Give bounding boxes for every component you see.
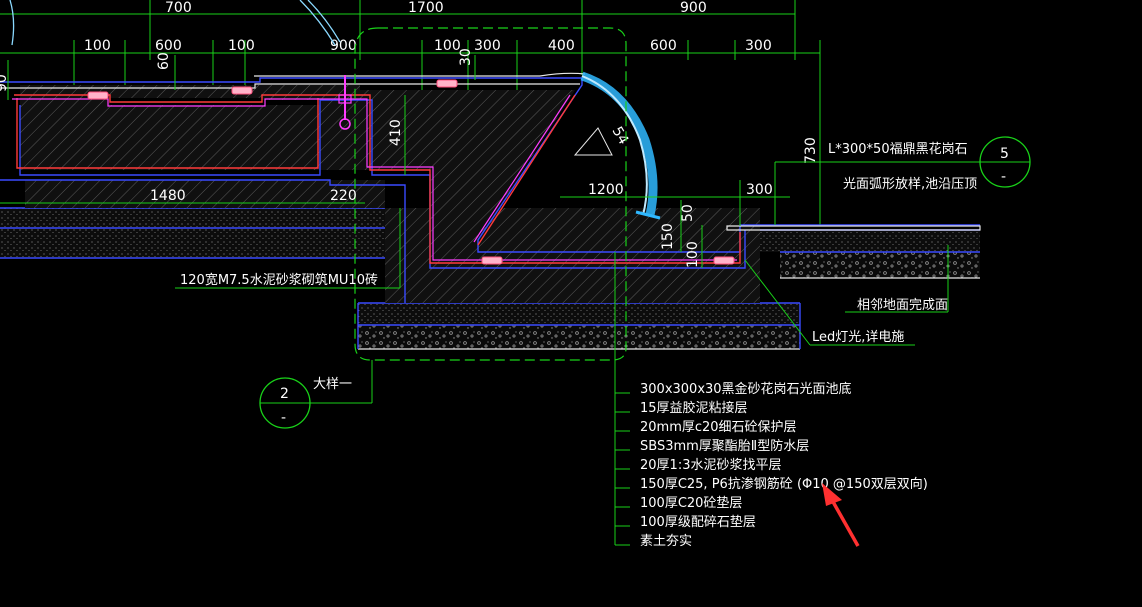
dim-v-30: 30 (458, 48, 474, 66)
dim-second-8: 600 (650, 38, 677, 54)
layer-7: 100厚C20砼垫层 (640, 495, 742, 511)
callout-right-number: 5 (1000, 146, 1009, 162)
dim-top-3: 900 (680, 0, 707, 16)
dim-v-410: 410 (388, 119, 404, 146)
layer-8: 100厚级配碎石垫层 (640, 514, 756, 530)
label-led-light: Led灯光,详电施 (812, 330, 904, 345)
dim-second-7: 400 (548, 38, 575, 54)
label-brick-wall: 120宽M7.5水泥砂浆砌筑MU10砖 (180, 272, 378, 288)
top-dimension-chain: 700 1700 900 100 600 100 900 100 300 400… (0, 0, 821, 225)
label-adjacent-ground: 相邻地面完成面 (857, 298, 948, 313)
water-pipe-fitting (338, 75, 352, 130)
layer-4: SBS3mm厚聚酯胎Ⅱ型防水层 (640, 438, 809, 454)
led-lights (87, 79, 735, 265)
stone-cap-annotation: L*300*50福鼎黑花岗石 光面弧形放样,池沿压顶 5 - (774, 136, 1031, 225)
dim-second-3: 100 (228, 38, 255, 54)
layer-2: 15厚益胶泥粘接层 (640, 400, 748, 416)
water-jets (9, 0, 661, 220)
layer-annotation-list: 300x300x30黑金砂花岗石光面池底 15厚益胶泥粘接层 20mm厚c20细… (614, 252, 928, 549)
dim-second-2: 600 (155, 38, 182, 54)
layer-9: 素土夯实 (640, 534, 692, 549)
label-detail-name: 大样一 (313, 377, 352, 392)
callout-right-sub: - (1001, 169, 1006, 185)
dim-second-6: 300 (474, 38, 501, 54)
dim-v-50: 50 (680, 204, 696, 222)
pool-structure (0, 72, 981, 303)
callout-left-number: 2 (280, 386, 289, 402)
dim-v-90: 90 (0, 74, 10, 92)
layer-1: 300x300x30黑金砂花岗石光面池底 (640, 381, 852, 397)
dim-second-4: 900 (330, 38, 357, 54)
dim-300: 300 (746, 182, 773, 198)
red-arrow-icon (822, 483, 860, 547)
slope-symbol: 54 (573, 124, 632, 156)
dim-second-5: 100 (434, 38, 461, 54)
layer-3: 20mm厚c20细石砼保护层 (640, 420, 797, 435)
dim-second-1: 100 (84, 38, 111, 54)
label-stone-cap: L*300*50福鼎黑花岗石 (828, 141, 968, 157)
middle-dimensions: 1480 220 1200 300 (0, 180, 790, 226)
dim-v-100: 100 (685, 241, 701, 268)
dim-1200: 1200 (588, 182, 624, 198)
vertical-dimensions: 60 30 410 730 50 150 100 90 (0, 48, 819, 268)
dim-slope: 54 (609, 124, 632, 148)
dim-220: 220 (330, 188, 357, 204)
dim-top-2: 1700 (408, 0, 444, 16)
callout-left-sub: - (281, 410, 286, 426)
layer-5: 20厚1:3水泥砂浆找平层 (640, 458, 781, 473)
label-stone-cap-note: 光面弧形放样,池沿压顶 (843, 177, 977, 192)
dim-second-9: 300 (745, 38, 772, 54)
dim-1480: 1480 (150, 188, 186, 204)
dim-v-150: 150 (660, 223, 676, 250)
dim-top-1: 700 (165, 0, 192, 16)
brick-wall-annotation: 120宽M7.5水泥砂浆砌筑MU10砖 (175, 208, 401, 289)
layer-6: 150厚C25, P6抗渗钢筋砼 (Φ10 @150双层双向) (640, 476, 928, 492)
detail-callout-left: 2 - 大样一 (259, 360, 373, 429)
dim-v-60: 60 (156, 52, 172, 70)
right-annotations: 相邻地面完成面 Led灯光,详电施 (744, 245, 949, 346)
detail-boundary (354, 27, 627, 361)
dim-v-730: 730 (803, 137, 819, 164)
